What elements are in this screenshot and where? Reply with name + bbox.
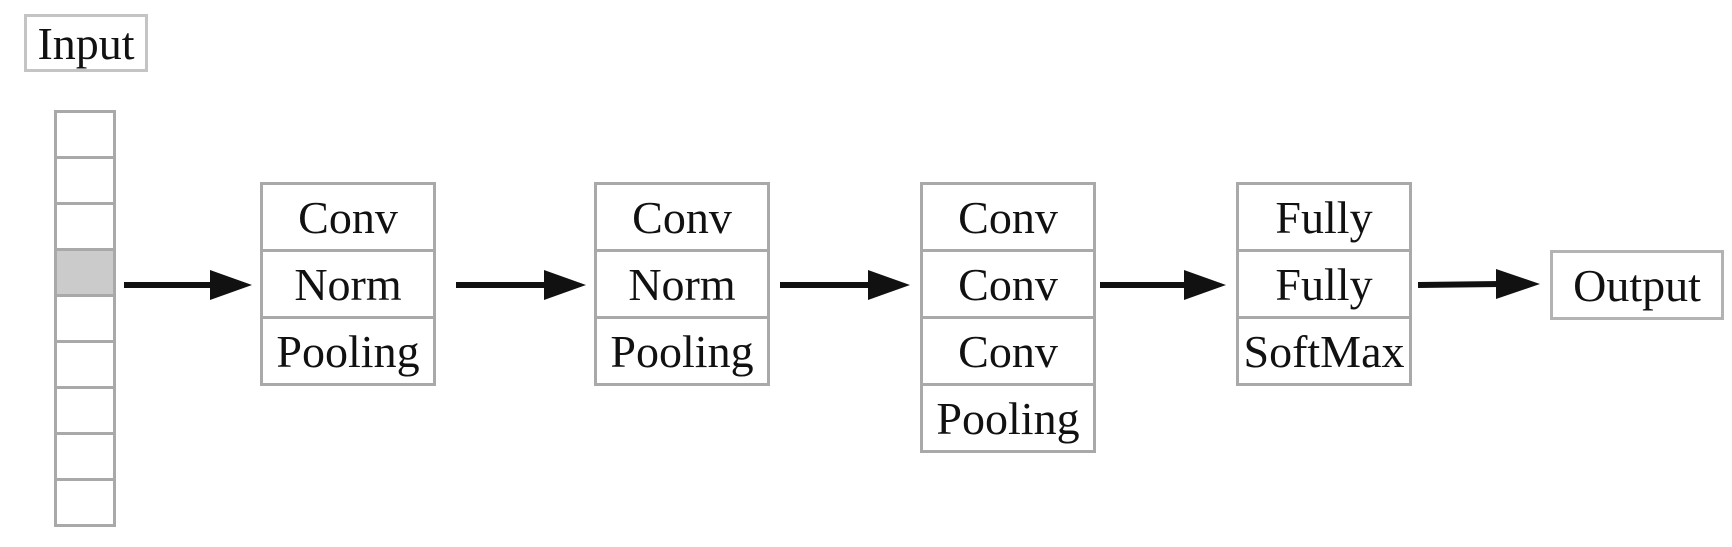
arrow-stage-4-to-output: [1417, 269, 1540, 299]
layer-conv: Conv: [920, 182, 1096, 252]
arrow-stage-2-to-stage-3: [780, 270, 910, 300]
arrow-input-to-stage-1: [124, 270, 252, 300]
input-cell: [54, 432, 116, 481]
arrow-stage-1-to-stage-2: [456, 270, 586, 300]
layer-norm: Norm: [260, 249, 436, 319]
stage-3-block: Conv Conv Conv Pooling: [920, 182, 1096, 453]
stage-1-block: Conv Norm Pooling: [260, 182, 436, 386]
layer-pooling: Pooling: [594, 316, 770, 386]
layer-conv: Conv: [260, 182, 436, 252]
stage-2-block: Conv Norm Pooling: [594, 182, 770, 386]
layer-fully-connected: Fully: [1236, 249, 1412, 319]
arrow-stage-3-to-stage-4: [1100, 270, 1226, 300]
input-cell: [54, 478, 116, 527]
input-cell: [54, 294, 116, 343]
input-cell: [54, 340, 116, 389]
stage-4-block: Fully Fully SoftMax: [1236, 182, 1412, 386]
layer-norm: Norm: [594, 249, 770, 319]
input-cell: [54, 156, 116, 205]
output-label: Output: [1550, 250, 1724, 320]
input-label: Input: [24, 14, 148, 72]
input-vector: [54, 110, 116, 527]
input-cell: [54, 202, 116, 251]
layer-pooling: Pooling: [260, 316, 436, 386]
layer-softmax: SoftMax: [1236, 316, 1412, 386]
layer-pooling: Pooling: [920, 383, 1096, 453]
layer-conv: Conv: [920, 249, 1096, 319]
